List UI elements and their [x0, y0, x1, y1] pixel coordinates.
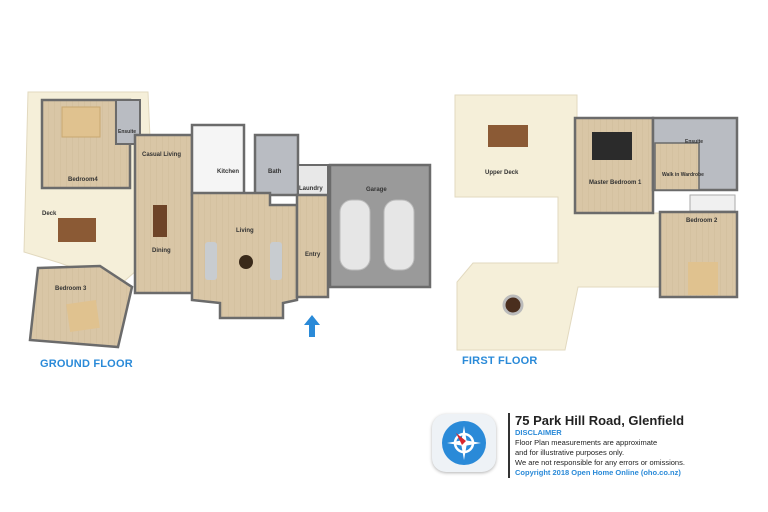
bed [592, 132, 632, 160]
room-label: Bedroom 3 [55, 286, 87, 292]
entry-room [295, 193, 330, 299]
car [383, 199, 415, 271]
room-label: Bedroom4 [68, 177, 98, 183]
ground-floor-label: GROUND FLOOR [40, 358, 133, 370]
room-label: Deck [42, 211, 57, 217]
sofa [270, 242, 282, 280]
room-label: Bedroom 2 [686, 218, 718, 224]
room-label: Ensuite [118, 129, 136, 135]
room-label: Laundry [299, 186, 323, 192]
disclaimer-line: and for illustrative purposes only. [515, 448, 625, 457]
room-label: Master Bedroom 1 [589, 180, 642, 186]
round-table [502, 294, 524, 316]
stairs [689, 194, 736, 212]
room-label: Upper Deck [485, 170, 519, 176]
room-label: Walk in Wardrobe [662, 172, 704, 178]
oho-logo [432, 414, 496, 472]
room-label: Ensuite [685, 139, 703, 145]
info-block: 75 Park Hill Road, Glenfield DISCLAIMER … [508, 413, 685, 478]
walk-in-wardrobe-room [654, 142, 700, 191]
room-label: Entry [305, 252, 321, 258]
room-label: Casual Living [142, 152, 181, 158]
deck-table [58, 218, 96, 242]
disclaimer-line: Floor Plan measurements are approximate [515, 438, 658, 447]
address: 75 Park Hill Road, Glenfield [515, 413, 685, 428]
coffee-table [239, 255, 253, 269]
laundry-room [297, 164, 329, 196]
kitchen-room [190, 123, 246, 197]
deck-table [488, 125, 528, 147]
dining-table [153, 205, 167, 237]
bed [688, 262, 718, 295]
room-label: Kitchen [217, 169, 239, 175]
ensuite-room [115, 99, 141, 145]
copyright: Copyright 2018 Open Home Online (oho.co.… [515, 468, 681, 477]
room-label: Bath [268, 169, 282, 175]
arrow-up-icon [304, 315, 320, 337]
car [339, 199, 371, 271]
room-label: Garage [366, 187, 387, 193]
bed [61, 106, 101, 138]
first-floor-label: FIRST FLOOR [462, 355, 538, 367]
disclaimer-line: We are not responsible for any errors or… [515, 458, 685, 467]
room-label: Living [236, 228, 254, 234]
compass-icon [442, 421, 486, 465]
bed [66, 300, 100, 332]
disclaimer-title: DISCLAIMER [515, 428, 562, 437]
room-label: Dining [152, 248, 171, 254]
bath-room [253, 133, 300, 197]
sofa [205, 242, 217, 280]
